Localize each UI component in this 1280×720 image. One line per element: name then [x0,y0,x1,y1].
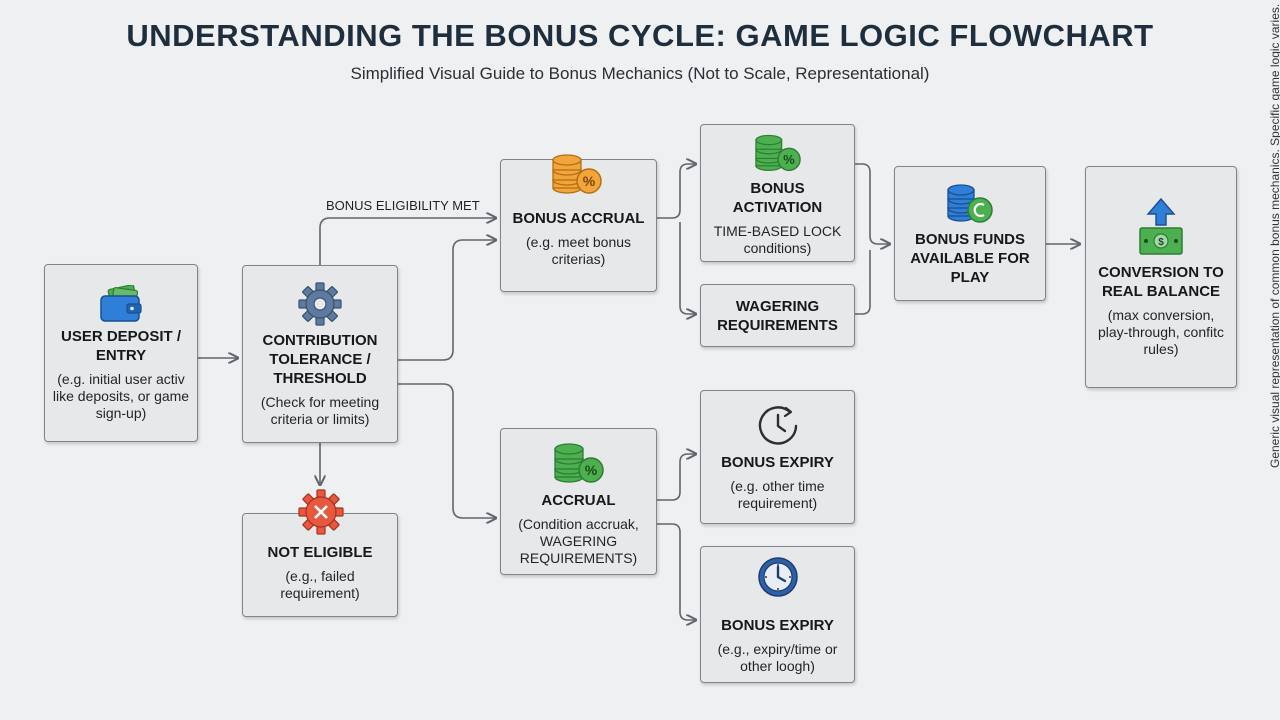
node-bonus-expiry-1-label: BONUS EXPIRY [721,453,834,471]
node-bonus-funds-label: BONUS FUNDS AVAILABLE FOR PLAY [910,231,1030,286]
page-subtitle: Simplified Visual Guide to Bonus Mechani… [350,64,930,83]
node-bonus-expiry-2: BONUS EXPIRY (e.g., expiry/time or other… [700,546,855,683]
connector-bonus-accrual-activation [657,164,696,219]
connector-accrual-expiry2 [657,523,696,620]
connector-accrual-expiry1 [657,454,696,501]
node-conversion-desc: (max conversion, play-through, confitc r… [1097,306,1225,357]
error-gear-icon [298,489,344,535]
node-bonus-expiry-2-desc: (e.g., expiry/time or other loogh) [717,641,838,674]
node-bonus-funds: BONUS FUNDS AVAILABLE FOR PLAY [894,166,1046,301]
node-not-eligible-desc: (e.g., failed requirement) [280,567,360,601]
node-user-deposit: USER DEPOSIT / ENTRY (e.g. initial user … [44,264,198,442]
node-contribution-threshold: CONTRIBUTION TOLERANCE / THRESHOLD (Chec… [242,265,398,443]
wallet-icon [100,284,142,322]
node-user-deposit-desc: (e.g. initial user activ like deposits, … [52,370,190,421]
cash-up-icon: $ [1139,197,1183,255]
node-accrual-desc: (Condition accruak, WAGERING REQUIREMENT… [518,515,639,566]
svg-text:%: % [783,152,795,167]
node-contribution-label: CONTRIBUTION TOLERANCE / THRESHOLD [262,331,378,387]
node-bonus-expiry-1: BONUS EXPIRY (e.g. other time requiremen… [700,390,855,524]
node-bonus-expiry-2-label: BONUS EXPIRY [721,617,834,634]
node-bonus-accrual-label: BONUS ACCRUAL [512,210,645,227]
connector-activation-funds [855,163,890,244]
coins-percent-icon: % [552,154,602,194]
node-user-deposit-label: USER DEPOSIT / ENTRY [60,327,182,364]
svg-text:$: $ [1158,237,1164,248]
connector-contribution-accrual [398,383,496,518]
connector-eligibility-accrual [319,218,496,265]
timer-icon [758,405,797,445]
connector-wagering-funds [855,250,871,315]
connector-contribution-bonus-accrual [398,240,496,361]
node-wagering-requirements: WAGERING REQUIREMENTS [700,284,855,347]
node-wagering-label: WAGERING REQUIREMENTS [717,297,838,334]
node-not-eligible: NOT ELIGIBLE (e.g., failed requirement) [242,489,398,617]
node-bonus-activation-desc: TIME-BASED LOCK conditions) [713,223,842,256]
page-title: UNDERSTANDING THE BONUS CYCLE: GAME LOGI… [126,18,1154,53]
node-accrual-label: ACCRUAL [541,491,616,509]
coins-clock-icon [947,184,993,223]
edge-label-eligibility: BONUS ELIGIBILITY MET [326,198,480,213]
node-bonus-expiry-1-desc: (e.g. other time requirement) [730,477,825,511]
node-not-eligible-label: NOT ELIGIBLE [267,543,373,561]
node-bonus-activation: % BONUS ACTIVATION TIME-BASED LOCK condi… [700,124,855,262]
node-bonus-accrual-desc: (e.g. meet bonus criterias) [525,234,632,267]
connector-bonus-accrual-wagering [679,222,696,314]
node-contribution-desc: (Check for meeting criteria or limits) [260,393,380,427]
svg-text:%: % [584,462,597,478]
node-conversion: $ CONVERSION TO REAL BALANCE (max conver… [1085,166,1237,388]
node-accrual: % ACCRUAL (Condition accruak, WAGERING R… [500,428,657,575]
coins-percent-icon: % [754,134,801,172]
node-conversion-label: CONVERSION TO REAL BALANCE [1098,263,1224,300]
gear-icon [298,281,342,326]
node-bonus-accrual: % BONUS ACCRUAL (e.g. meet bonus criteri… [500,154,657,292]
svg-text:%: % [583,173,596,189]
node-bonus-activation-label: BONUS ACTIVATION [732,180,823,216]
coins-percent-icon: % [553,442,604,483]
clock-icon [757,557,798,597]
